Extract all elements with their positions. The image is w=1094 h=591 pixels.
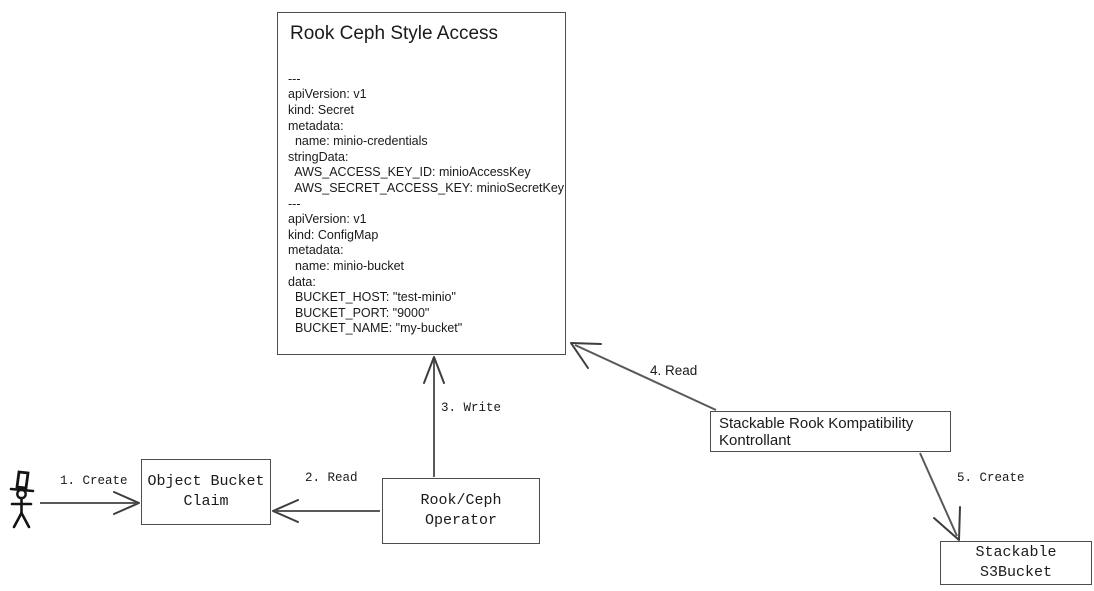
actor-stick-figure-icon [9,470,35,529]
node-label: Stackable Rook Kompatibility Kontrollant [719,414,914,449]
node-label: Rook/Ceph Operator [420,491,502,529]
rook-ceph-style-access-card: Rook Ceph Style Access --- apiVersion: v… [277,12,566,355]
edge-3-write [423,356,445,477]
node-label: Object Bucket Claim [147,472,265,510]
node-rook-ceph-operator[interactable]: Rook/Ceph Operator [382,478,540,544]
edge-1-create [40,491,140,515]
card-heading: Rook Ceph Style Access [290,23,499,44]
node-stackable-s3bucket[interactable]: Stackable S3Bucket [940,541,1092,585]
node-object-bucket-claim[interactable]: Object Bucket Claim [141,459,271,525]
edge-label-1-create: 1. Create [60,474,128,488]
edge-label-5-create: 5. Create [957,471,1025,485]
edge-label-2-read: 2. Read [305,471,358,485]
edge-label-4-read: 4. Read [650,363,698,378]
node-label: Stackable S3Bucket [975,543,1057,581]
edge-2-read [272,499,380,523]
node-stackable-rook-kompatibility-kontrollant[interactable]: Stackable Rook Kompatibility Kontrollant [710,411,951,452]
edge-5-create [919,452,961,541]
card-yaml-content: --- apiVersion: v1 kind: Secret metadata… [288,71,565,336]
edge-label-3-write: 3. Write [441,401,502,415]
